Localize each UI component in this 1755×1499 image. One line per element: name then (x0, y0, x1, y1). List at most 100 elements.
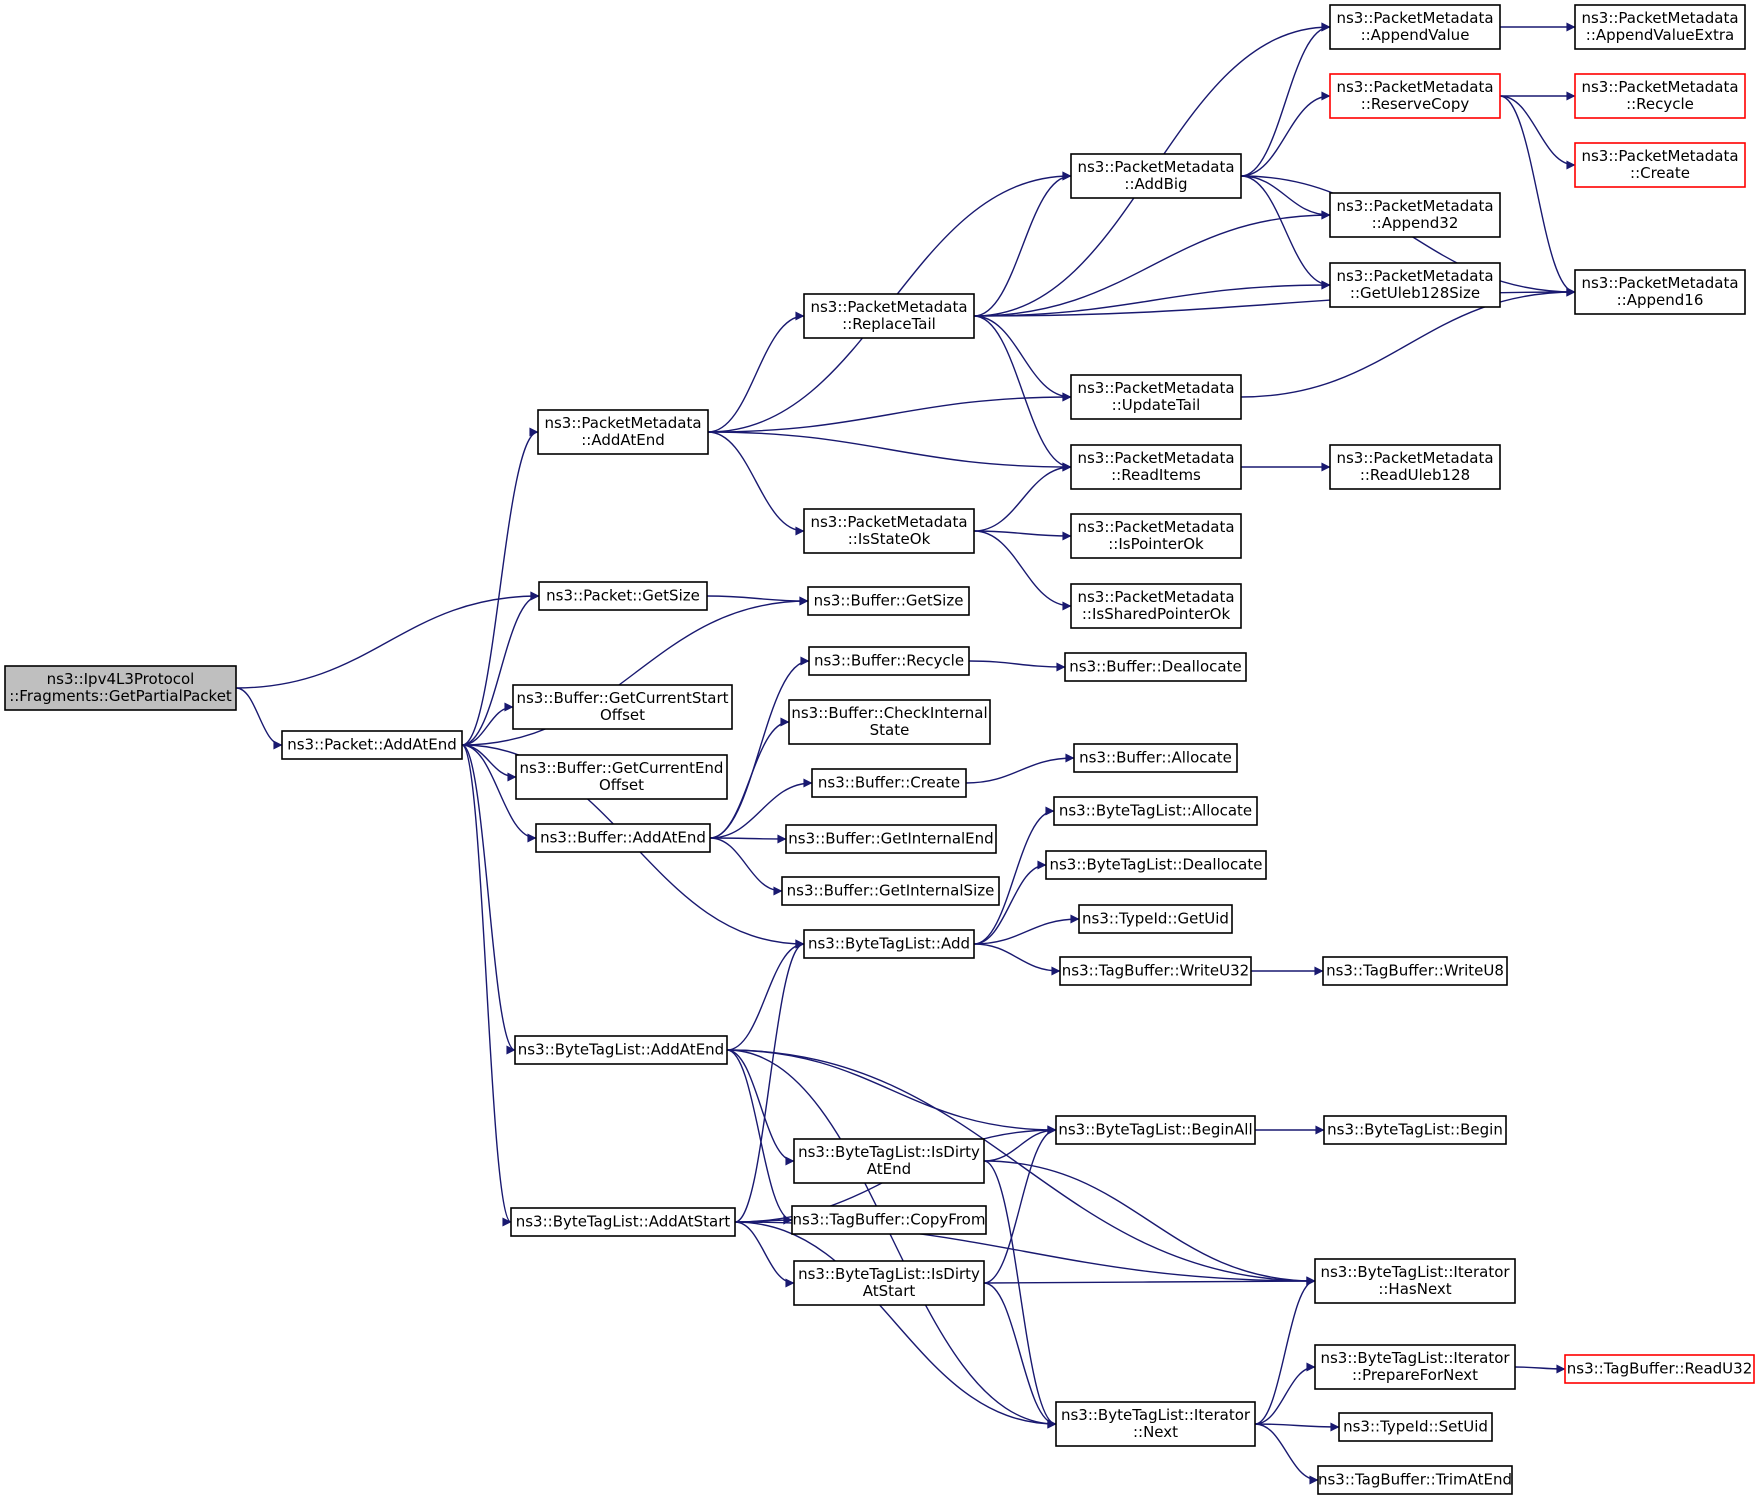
node-addatend[interactable]: ns3::Packet::AddAtEnd (281, 730, 463, 760)
node-label-pm_readitems-line-1: ::ReadItems (1111, 466, 1201, 484)
node-pm_readitems[interactable]: ns3::PacketMetadata::ReadItems (1070, 444, 1242, 490)
edge-buf_create-to-buf_alloc (965, 753, 1075, 784)
node-pm_addbig[interactable]: ns3::PacketMetadata::AddBig (1070, 153, 1242, 199)
edge-btl_addatend-to-btli_next (726, 1049, 1057, 1429)
node-box-tb_readu32 (1564, 1354, 1755, 1384)
node-label-pm_reservecopy-line-0: ns3::PacketMetadata (1336, 78, 1493, 96)
edge-pkt_getsize-to-buf_getsize (706, 595, 809, 606)
edge-pm_isstateok-to-pm_isspok (973, 530, 1072, 611)
node-box-btl_add (803, 929, 975, 959)
node-pm_append32[interactable]: ns3::PacketMetadata::Append32 (1329, 192, 1501, 238)
node-btl_beginall[interactable]: ns3::ByteTagList::BeginAll (1055, 1115, 1256, 1145)
node-buf_create[interactable]: ns3::Buffer::Create (811, 768, 967, 798)
node-btl_alloc[interactable]: ns3::ByteTagList::Allocate (1053, 796, 1258, 826)
node-pm_appendvalue[interactable]: ns3::PacketMetadata::AppendValue (1329, 4, 1501, 50)
node-label-tb_copyfrom-line-0: ns3::TagBuffer::CopyFrom (793, 1211, 986, 1229)
node-label-root-line-0: ns3::Ipv4L3Protocol (47, 670, 195, 688)
node-pm_readuleb[interactable]: ns3::PacketMetadata::ReadUleb128 (1329, 444, 1501, 490)
node-label-buf_cis-line-1: State (870, 721, 910, 739)
edge-addatend-to-btl_addatstart (461, 744, 512, 1227)
node-label-pm_replacetail-line-1: ::ReplaceTail (842, 315, 936, 333)
node-btli_next[interactable]: ns3::ByteTagList::Iterator::Next (1055, 1401, 1256, 1447)
node-pm_updatetail[interactable]: ns3::PacketMetadata::UpdateTail (1070, 374, 1242, 420)
node-pm_replacetail[interactable]: ns3::PacketMetadata::ReplaceTail (803, 293, 975, 339)
node-tb_writeu8[interactable]: ns3::TagBuffer::WriteU8 (1322, 956, 1508, 986)
node-box-btli_next (1055, 1401, 1256, 1447)
node-label-typeid_getuid-line-0: ns3::TypeId::GetUid (1082, 910, 1229, 928)
node-btl_addatend[interactable]: ns3::ByteTagList::AddAtEnd (514, 1035, 728, 1065)
node-box-buf_ceo (515, 754, 728, 800)
node-btl_dealloc[interactable]: ns3::ByteTagList::Deallocate (1045, 850, 1267, 880)
node-pm_create[interactable]: ns3::PacketMetadata::Create (1574, 142, 1746, 188)
node-pm_reservecopy[interactable]: ns3::PacketMetadata::ReserveCopy (1329, 73, 1501, 119)
node-pm_getuleb[interactable]: ns3::PacketMetadata::GetUleb128Size (1329, 262, 1501, 308)
node-pm_recycle[interactable]: ns3::PacketMetadata::Recycle (1574, 73, 1746, 119)
node-pm_isstateok[interactable]: ns3::PacketMetadata::IsStateOk (803, 508, 975, 554)
edge-pm_addatend-to-pm_readitems (707, 431, 1072, 472)
node-btl_addatstart[interactable]: ns3::ByteTagList::AddAtStart (510, 1207, 736, 1237)
node-box-pm_reservecopy (1329, 73, 1501, 119)
node-typeid_setuid[interactable]: ns3::TypeId::SetUid (1338, 1412, 1493, 1442)
node-tb_trimatend[interactable]: ns3::TagBuffer::TrimAtEnd (1317, 1465, 1513, 1495)
edge-btl_add-to-tb_writeu32 (973, 943, 1061, 976)
edge-buf_recycle-to-buf_dealloc (968, 660, 1066, 672)
node-btli_hasnext[interactable]: ns3::ByteTagList::Iterator::HasNext (1314, 1258, 1516, 1304)
node-label-buf_cso-line-1: Offset (600, 706, 645, 724)
node-btl_add[interactable]: ns3::ByteTagList::Add (803, 929, 975, 959)
node-pkt_getsize[interactable]: ns3::Packet::GetSize (538, 581, 708, 611)
edge-btl_isdirtyend-to-btli_next (983, 1160, 1057, 1429)
node-label-btl_addatend-line-0: ns3::ByteTagList::AddAtEnd (518, 1041, 724, 1059)
node-pm_isspok[interactable]: ns3::PacketMetadata::IsSharedPointerOk (1070, 583, 1242, 629)
node-buf_alloc[interactable]: ns3::Buffer::Allocate (1073, 743, 1238, 773)
node-label-pm_readitems-line-0: ns3::PacketMetadata (1077, 449, 1234, 467)
node-buf_getsize[interactable]: ns3::Buffer::GetSize (807, 586, 970, 616)
node-btl_begin[interactable]: ns3::ByteTagList::Begin (1323, 1115, 1507, 1145)
node-buf_recycle[interactable]: ns3::Buffer::Recycle (808, 646, 970, 676)
node-buf_gis[interactable]: ns3::Buffer::GetInternalSize (781, 876, 1000, 906)
node-label-buf_ceo-line-0: ns3::Buffer::GetCurrentEnd (520, 759, 724, 777)
node-buf_dealloc[interactable]: ns3::Buffer::Deallocate (1064, 652, 1247, 682)
node-buf_gie[interactable]: ns3::Buffer::GetInternalEnd (785, 824, 997, 854)
edge-btl_addatend-to-btli_hasnext (726, 1049, 1316, 1286)
node-label-btli_pfn-line-0: ns3::ByteTagList::Iterator (1320, 1349, 1510, 1367)
node-btli_pfn[interactable]: ns3::ByteTagList::Iterator::PrepareForNe… (1314, 1344, 1516, 1390)
node-buf_addatend[interactable]: ns3::Buffer::AddAtEnd (535, 823, 711, 853)
edge-addatend-to-buf_addatend (461, 744, 537, 843)
edge-addatend-to-buf_cso (461, 702, 514, 746)
node-tb_readu32[interactable]: ns3::TagBuffer::ReadU32 (1564, 1354, 1755, 1384)
node-label-pm_append32-line-0: ns3::PacketMetadata (1336, 197, 1493, 215)
node-pm_ave[interactable]: ns3::PacketMetadata::AppendValueExtra (1574, 4, 1746, 50)
node-label-pm_create-line-0: ns3::PacketMetadata (1581, 147, 1738, 165)
node-label-buf_alloc-line-0: ns3::Buffer::Allocate (1079, 749, 1232, 767)
node-box-btl_isdirtyend (793, 1138, 985, 1184)
node-pm_addatend[interactable]: ns3::PacketMetadata::AddAtEnd (537, 409, 709, 455)
node-label-btli_hasnext-line-0: ns3::ByteTagList::Iterator (1320, 1263, 1510, 1281)
node-typeid_getuid[interactable]: ns3::TypeId::GetUid (1078, 904, 1233, 934)
edge-pm_updatetail-to-pm_append16 (1240, 287, 1576, 398)
node-label-pm_appendvalue-line-0: ns3::PacketMetadata (1336, 9, 1493, 27)
node-box-btl_begin (1323, 1115, 1507, 1145)
node-label-pm_isspok-line-1: ::IsSharedPointerOk (1082, 605, 1231, 623)
node-box-buf_addatend (535, 823, 711, 853)
node-box-btl_addatstart (510, 1207, 736, 1237)
node-tb_copyfrom[interactable]: ns3::TagBuffer::CopyFrom (791, 1205, 987, 1235)
edge-addatend-to-btl_addatend (461, 744, 516, 1055)
node-tb_writeu32[interactable]: ns3::TagBuffer::WriteU32 (1059, 956, 1252, 986)
node-box-tb_writeu8 (1322, 956, 1508, 986)
node-label-pm_readuleb-line-1: ::ReadUleb128 (1360, 466, 1470, 484)
edge-pm_addatend-to-pm_isstateok (707, 431, 805, 536)
node-pm_append16[interactable]: ns3::PacketMetadata::Append16 (1574, 269, 1746, 315)
node-box-tb_writeu32 (1059, 956, 1252, 986)
node-pm_ispointerok[interactable]: ns3::PacketMetadata::IsPointerOk (1070, 513, 1242, 559)
edge-pm_addbig-to-pm_reservecopy (1240, 91, 1331, 177)
node-label-btl_addatstart-line-0: ns3::ByteTagList::AddAtStart (516, 1213, 731, 1231)
node-root[interactable]: ns3::Ipv4L3Protocol::Fragments::GetParti… (4, 665, 237, 711)
edge-buf_addatend-to-buf_gie (709, 834, 787, 844)
node-label-pm_isspok-line-0: ns3::PacketMetadata (1077, 588, 1234, 606)
edge-addatend-to-pkt_getsize (461, 591, 540, 746)
